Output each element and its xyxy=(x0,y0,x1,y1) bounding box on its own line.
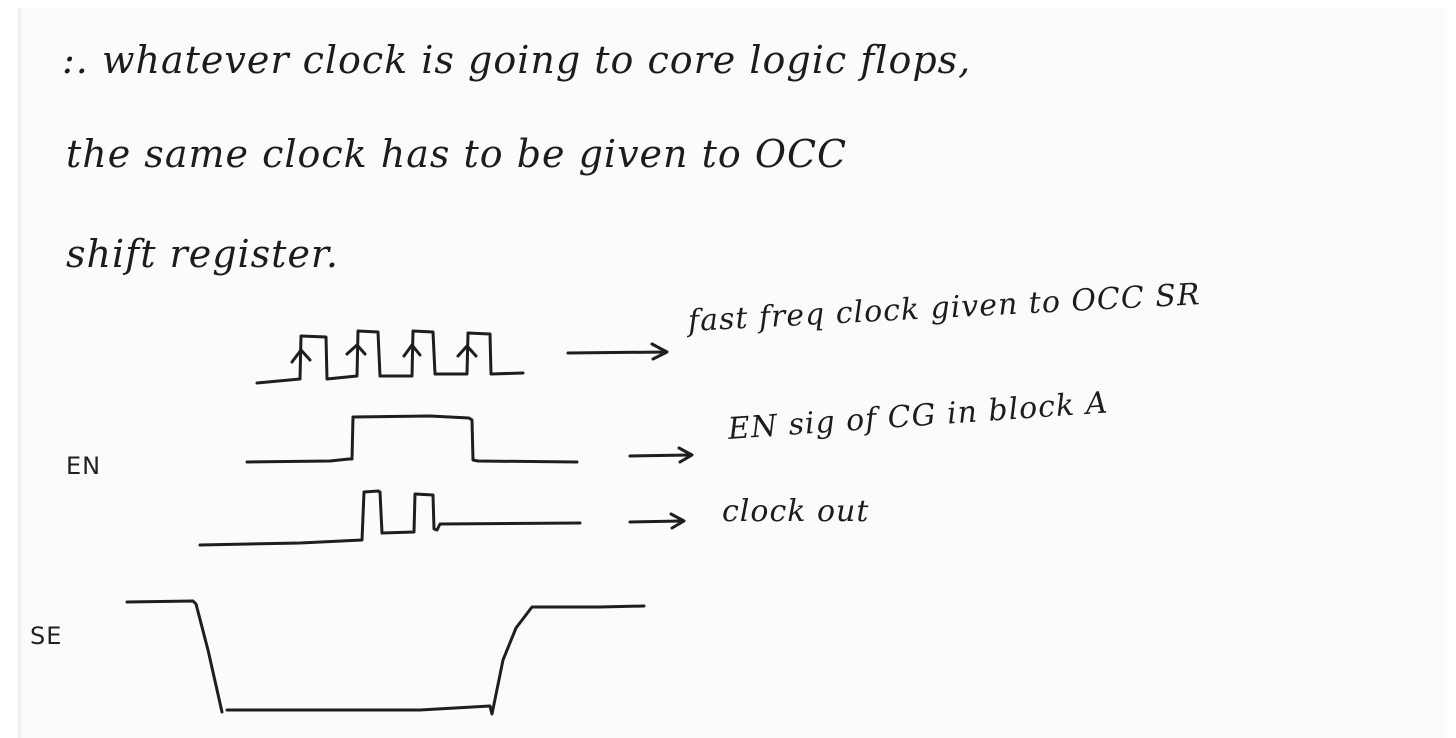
rising-edge-arrow-icon xyxy=(402,343,422,358)
se-waveform xyxy=(125,599,646,716)
note-line-2: the same clock has to be given to OCC xyxy=(66,132,848,176)
notes-page xyxy=(18,8,1445,738)
en-arrow-icon xyxy=(628,446,694,464)
clock-out-waveform xyxy=(198,489,582,547)
rising-edge-arrow-icon xyxy=(345,343,367,356)
en-waveform xyxy=(245,414,579,464)
rising-edge-arrow-icon xyxy=(456,344,478,358)
fast-clock-waveform xyxy=(255,329,525,385)
rising-edge-arrow-icon xyxy=(290,348,312,364)
fast-clock-arrow-icon xyxy=(566,342,669,361)
se-signal-label: SE xyxy=(30,622,63,650)
clock-out-annotation: clock out xyxy=(722,494,870,529)
note-line-3: shift register. xyxy=(66,232,340,276)
clock-out-arrow-icon xyxy=(628,512,686,530)
en-signal-label: EN xyxy=(66,452,102,480)
note-line-1: :. whatever clock is going to core logic… xyxy=(62,38,972,82)
